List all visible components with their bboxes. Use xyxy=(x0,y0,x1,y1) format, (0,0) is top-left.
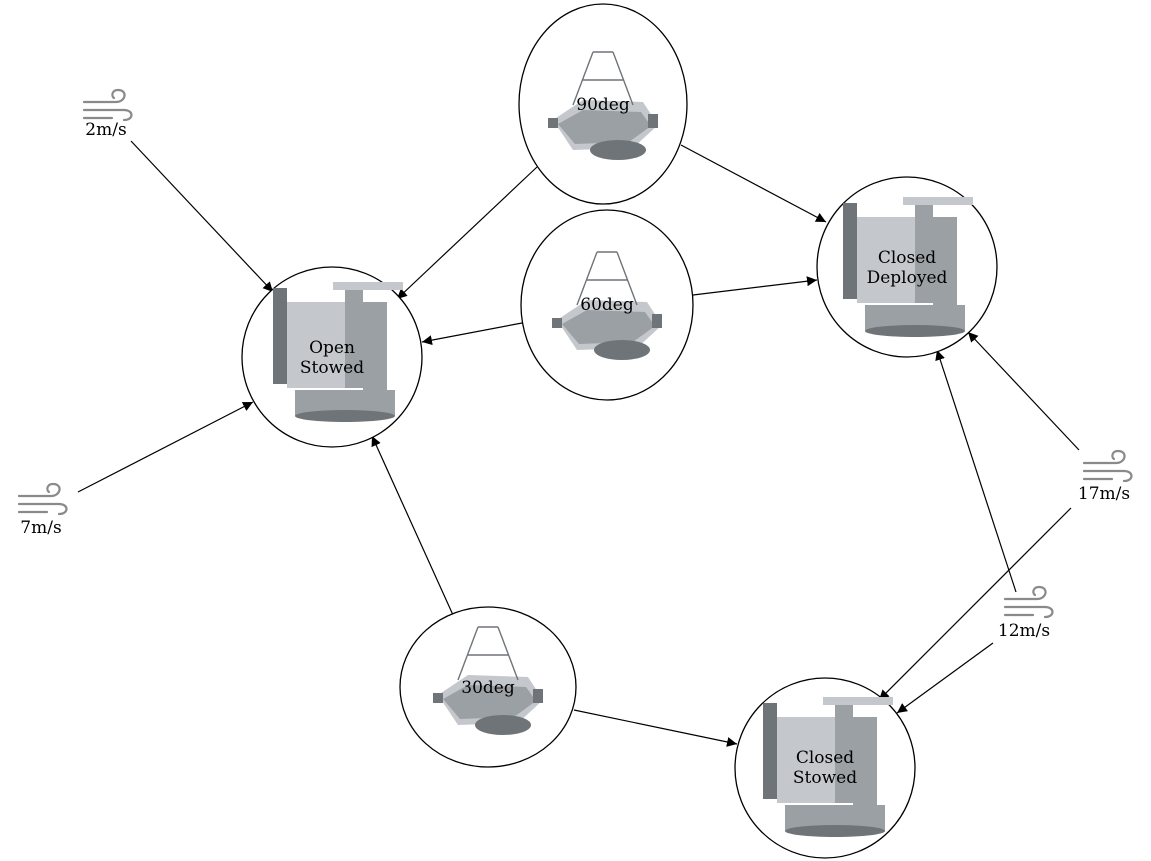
edge-60deg-to-closed-deployed xyxy=(692,276,818,296)
node-closed-deployed-line1: Closed xyxy=(878,248,936,268)
edge-30deg-to-closed-stowed xyxy=(573,709,738,747)
wind-icon xyxy=(1003,585,1054,619)
node-closed-stowed: Closed Stowed xyxy=(734,677,916,859)
wind-17ms-label: 17m/s xyxy=(1078,484,1130,504)
edge-30deg-to-open-stowed xyxy=(371,435,454,616)
edge-12ms-to-closed-stowed xyxy=(896,642,994,714)
node-60deg-label: 60deg xyxy=(580,295,634,315)
wind-icon xyxy=(82,88,133,122)
node-60deg: 60deg xyxy=(520,209,694,401)
wind-7ms: 7m/s xyxy=(17,482,68,538)
node-closed-stowed-line1: Closed xyxy=(796,748,854,768)
node-open-stowed-line2: Stowed xyxy=(300,358,364,378)
wind-2ms: 2m/s xyxy=(82,88,133,140)
node-90deg-label: 90deg xyxy=(576,95,630,115)
node-closed-deployed-line2: Deployed xyxy=(867,268,948,288)
edge-90deg-to-closed-deployed xyxy=(680,144,827,223)
wind-7ms-label: 7m/s xyxy=(20,518,61,538)
edges xyxy=(77,140,1080,747)
node-30deg: 30deg xyxy=(399,606,577,768)
edge-12ms-to-closed-deployed xyxy=(935,349,1017,593)
edge-7ms-to-open-stowed xyxy=(77,401,254,493)
node-open-stowed-line1: Open xyxy=(309,338,355,358)
edge-17ms-to-closed-stowed xyxy=(878,507,1072,701)
wind-17ms: 17m/s xyxy=(1078,449,1133,504)
wind-12ms: 12m/s xyxy=(998,585,1054,641)
wind-2ms-label: 2m/s xyxy=(85,120,126,140)
node-closed-stowed-line2: Stowed xyxy=(793,768,857,788)
edge-60deg-to-open-stowed xyxy=(421,322,523,346)
edge-17ms-to-closed-deployed xyxy=(967,331,1080,451)
node-closed-deployed: Closed Deployed xyxy=(816,176,998,358)
edge-2ms-to-open-stowed xyxy=(130,140,274,293)
node-open-stowed: Open Stowed xyxy=(241,266,423,448)
wind-icon xyxy=(17,482,68,516)
edge-90deg-to-open-stowed xyxy=(396,166,538,300)
node-30deg-label: 30deg xyxy=(461,678,515,698)
node-90deg: 90deg xyxy=(518,3,688,205)
wind-icon xyxy=(1082,449,1133,483)
wind-12ms-label: 12m/s xyxy=(998,621,1050,641)
